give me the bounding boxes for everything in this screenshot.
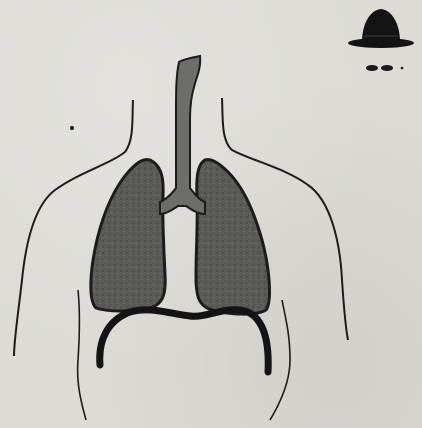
- left-lung: [91, 160, 165, 311]
- ink-dot: [70, 126, 74, 130]
- right-lung: [196, 160, 269, 315]
- diaphragm: [100, 310, 268, 372]
- waist-line-left: [78, 290, 86, 420]
- eyes-icon: [366, 65, 403, 71]
- bowler-hat-icon: [348, 9, 414, 48]
- waist-line-right: [270, 300, 290, 420]
